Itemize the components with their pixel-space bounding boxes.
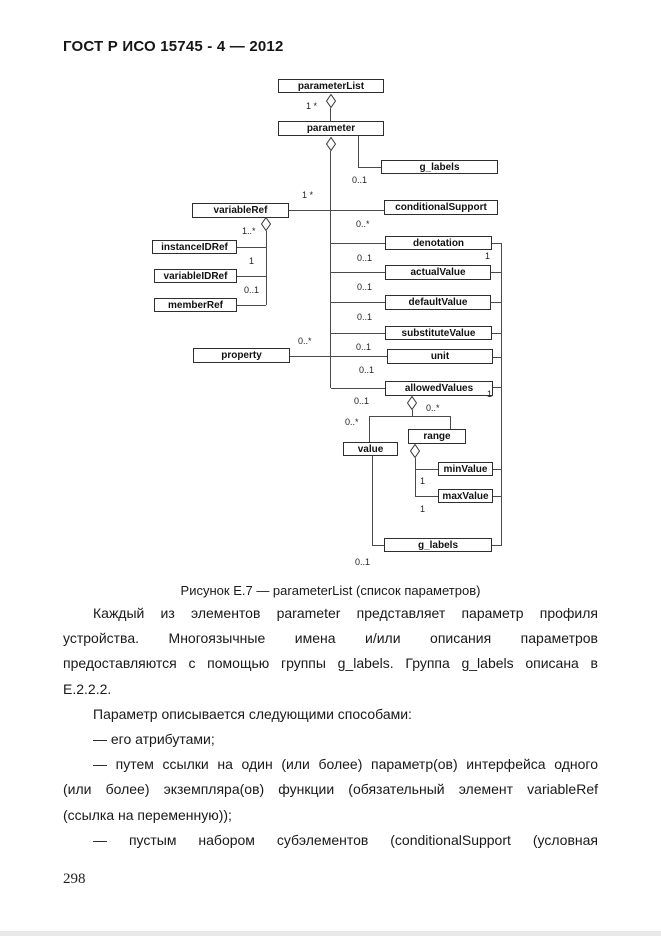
uml-class-property: property [193, 348, 290, 363]
body-text: Каждый из элементов parameter представля… [63, 601, 598, 853]
connector-line [331, 388, 385, 389]
text-line: (ссылка на переменную)); [63, 806, 232, 823]
text-line: Е.2.2.2. [63, 680, 112, 697]
multiplicity-denotation: 0..1 [357, 253, 373, 263]
uml-class-substitutevalue: substituteValue [385, 326, 492, 340]
uml-class-g-labels-top: g_labels [381, 160, 498, 174]
connector-line [492, 545, 502, 546]
multiplicity-allowedvalues-right: 1 [487, 389, 493, 399]
page-number: 298 [63, 871, 86, 887]
multiplicity-memberref: 0..1 [244, 285, 260, 295]
connector-line [372, 545, 384, 546]
connector-line [369, 417, 370, 442]
multiplicity-range: 0..* [426, 403, 440, 413]
uml-class-allowedvalues: allowedValues [385, 381, 493, 396]
multiplicity-parameter: 1 * [306, 101, 318, 111]
multiplicity-value: 0..* [345, 417, 359, 427]
connector-line [493, 357, 502, 358]
connector-line [237, 247, 266, 248]
uml-class-conditionalsupport: conditionalSupport [384, 200, 498, 215]
text-line: — путем ссылки на один (или более) парам… [93, 756, 598, 773]
connector-line [415, 469, 438, 470]
multiplicity-property: 0..* [298, 336, 312, 346]
multiplicity-minvalue: 1 [420, 476, 426, 486]
uml-class-parameter: parameter [278, 121, 384, 136]
uml-class-g-labels-bottom: g_labels [384, 538, 492, 552]
aggregation-diamond-icon [407, 396, 417, 410]
connector-line [358, 167, 381, 168]
aggregation-diamond-icon [326, 137, 336, 151]
connector-line [237, 305, 266, 306]
connector-line [492, 243, 502, 244]
multiplicity-actualvalue: 0..1 [357, 282, 373, 292]
figure-caption: Рисунок Е.7 — parameterList (список пара… [180, 583, 481, 598]
connector-line [331, 302, 385, 303]
connector-line [331, 272, 385, 273]
aggregation-diamond-icon [261, 217, 271, 231]
multiplicity-substitutevalue: 0..1 [356, 342, 372, 352]
text-line: — его атрибутами; [93, 730, 215, 747]
multiplicity-denotation-right: 1 [485, 251, 491, 261]
connector-line [290, 356, 387, 357]
multiplicity-defaultvalue: 0..1 [357, 312, 373, 322]
connector-line [450, 417, 451, 429]
uml-class-minvalue: minValue [438, 462, 493, 476]
connector-line [331, 243, 385, 244]
multiplicity-instanceidref: 1..* [242, 226, 256, 236]
text-line: предоставляются с помощью группы g_label… [63, 655, 598, 672]
connector-line [358, 136, 359, 167]
uml-class-variableidref: variableIDRef [154, 269, 237, 283]
uml-diagram: parameterList parameter g_labels variabl… [152, 79, 502, 567]
text-line: устройства. Многоязычные имена и/или опи… [63, 630, 598, 647]
aggregation-diamond-icon [326, 94, 336, 108]
uml-class-variableref: variableRef [192, 203, 289, 218]
multiplicity-variableidref: 1 [249, 256, 255, 266]
connector-line [412, 410, 413, 416]
multiplicity-g-labels-top: 0..1 [352, 175, 368, 185]
text-line: Каждый из элементов parameter представля… [93, 605, 598, 621]
connector-trunk-line [330, 151, 331, 388]
connector-line [493, 469, 501, 470]
uml-class-range: range [408, 429, 466, 444]
scan-edge-artifact [0, 931, 661, 936]
connector-line [491, 302, 502, 303]
connector-line [372, 456, 373, 545]
connector-line [237, 276, 266, 277]
text-line: — пустым набором субэлементов (condition… [93, 831, 598, 848]
multiplicity-conditionalsupport: 0..* [356, 219, 370, 229]
multiplicity-variableref: 1 * [302, 190, 314, 200]
connector-right-rail [501, 243, 502, 546]
connector-line [415, 496, 438, 497]
connector-line [266, 231, 267, 305]
uml-class-maxvalue: maxValue [438, 489, 493, 503]
aggregation-diamond-icon [410, 444, 420, 458]
connector-line [491, 272, 502, 273]
connector-line [415, 458, 416, 496]
uml-class-value: value [343, 442, 398, 456]
multiplicity-unit: 0..1 [359, 365, 375, 375]
uml-class-denotation: denotation [385, 236, 492, 250]
connector-line [330, 108, 331, 121]
multiplicity-allowedvalues: 0..1 [354, 396, 370, 406]
connector-line [492, 333, 502, 334]
connector-line [493, 387, 502, 388]
uml-class-instanceidref: instanceIDRef [152, 240, 237, 254]
uml-class-unit: unit [387, 349, 493, 364]
text-line: (или более) экземпляра(ов) функции (обяз… [63, 781, 598, 798]
text-line: Параметр описывается следующими способам… [93, 705, 412, 722]
uml-class-parameterlist: parameterList [278, 79, 384, 93]
multiplicity-g-labels-bottom: 0..1 [355, 557, 371, 567]
uml-class-defaultvalue: defaultValue [385, 295, 491, 310]
connector-line [493, 496, 501, 497]
page-header: ГОСТ Р ИСО 15745 - 4 — 2012 [63, 38, 284, 55]
connector-line [369, 416, 451, 417]
connector-line [289, 210, 384, 211]
uml-class-memberref: memberRef [154, 298, 237, 312]
uml-class-actualvalue: actualValue [385, 265, 491, 280]
multiplicity-maxvalue: 1 [420, 504, 426, 514]
connector-line [331, 333, 385, 334]
